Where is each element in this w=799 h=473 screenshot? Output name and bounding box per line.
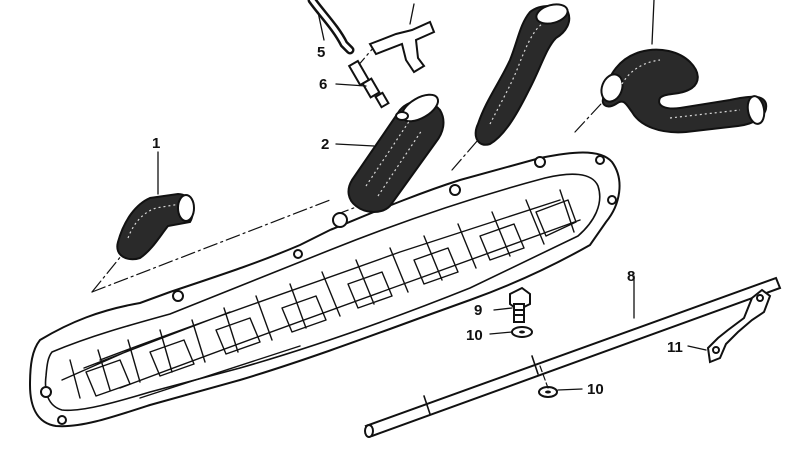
s-hose-right — [600, 0, 768, 134]
callout-1: 1 — [152, 135, 161, 152]
washer-part-10-upper — [489, 326, 533, 338]
tube-part-5 — [307, 0, 355, 55]
hose-elbow-part-1 — [116, 192, 195, 261]
t-connector — [368, 3, 436, 74]
callout-5: 5 — [317, 44, 326, 61]
callout-8: 8 — [627, 268, 636, 285]
callout-9: 9 — [474, 302, 483, 319]
bolt-part-9 — [493, 286, 531, 323]
callout-leaders — [157, 11, 375, 195]
callout-6: 6 — [319, 76, 328, 93]
callout-10-upper: 10 — [466, 327, 483, 344]
manifold-ribs — [61, 189, 581, 399]
washer-part-10-lower — [538, 365, 583, 398]
callout-11: 11 — [667, 339, 683, 356]
manifold-cover — [28, 151, 621, 428]
rod-part-8 — [364, 275, 782, 438]
manifold-bolt-holes — [40, 155, 617, 425]
fitting-part-6 — [347, 59, 390, 109]
callout-10-lower: 10 — [587, 381, 604, 398]
callout-2: 2 — [321, 136, 330, 153]
bracket-part-11 — [687, 288, 772, 364]
curved-hose-center — [474, 3, 571, 146]
hose-connector-part-2 — [347, 93, 445, 213]
